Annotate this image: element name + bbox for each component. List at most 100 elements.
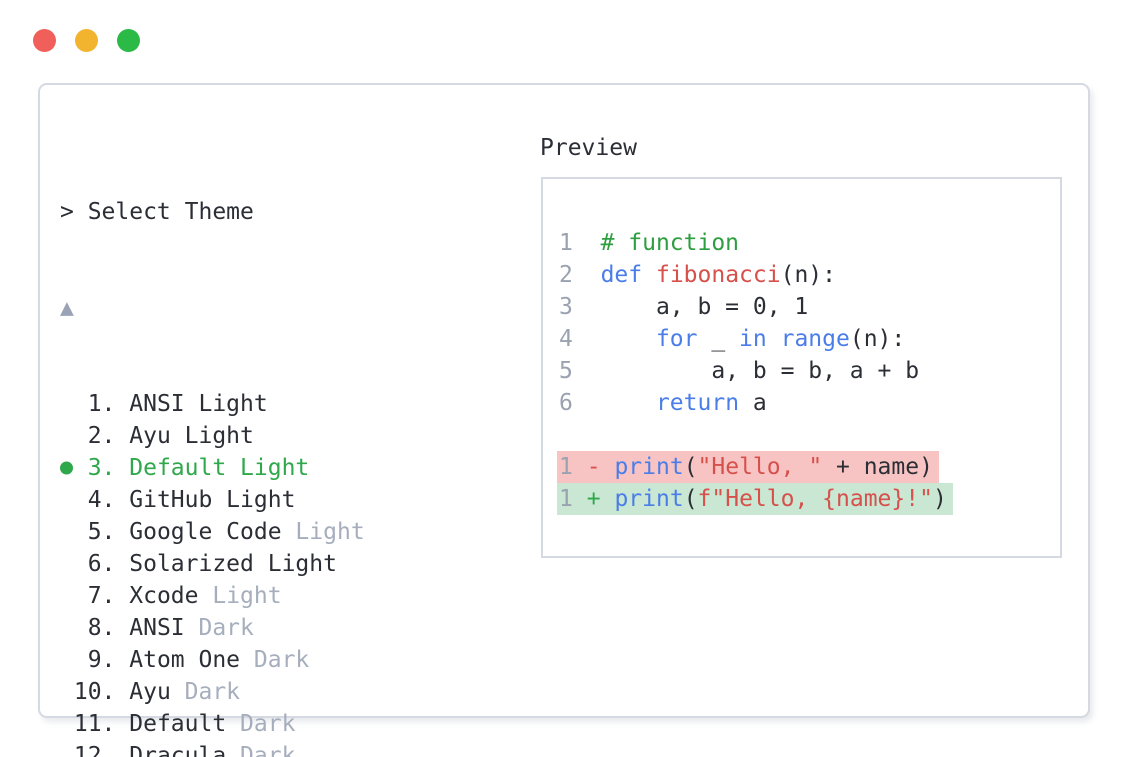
theme-option-number: 1. <box>60 391 130 417</box>
token-plain <box>573 230 601 256</box>
theme-option-variant: Light <box>198 583 282 609</box>
theme-option-variant: Light <box>281 519 365 545</box>
token-plain: (n): <box>780 262 836 288</box>
token-kw: return <box>655 390 740 416</box>
theme-option-1[interactable]: 1. ANSI Light <box>60 388 877 420</box>
code-line-content: 4 for _ in range(n): <box>559 323 905 355</box>
token-plain: a <box>739 390 767 416</box>
theme-option-number: 7. <box>60 583 130 609</box>
theme-option-name: Default Light <box>129 455 310 481</box>
code-blank-line <box>559 419 953 451</box>
code-line-4: 4 for _ in range(n): <box>559 323 953 355</box>
theme-option-variant: Dark <box>184 615 254 641</box>
theme-option-3[interactable]: 3. Default Light <box>60 452 877 484</box>
token-plain: a, b = b, a + b <box>572 358 920 384</box>
theme-option-variant: Dark <box>226 711 296 737</box>
token-plain <box>573 326 656 352</box>
line-number: 5 <box>559 358 573 384</box>
theme-option-number: 3. <box>60 455 130 481</box>
code-line-content: 5 a, b = b, a + b <box>559 355 919 387</box>
theme-option-10[interactable]: 10. Ayu Dark <box>60 676 877 708</box>
token-plain: + name) <box>822 454 933 480</box>
theme-option-name: Solarized Light <box>129 551 337 577</box>
theme-picker-panel: > Select Theme ▲ 1. ANSI Light 2. Ayu Li… <box>38 83 1090 757</box>
select-theme-prompt: > Select Theme <box>60 199 254 225</box>
theme-option-name: Xcode <box>129 583 199 609</box>
token-fn: fibonacci <box>655 262 781 288</box>
line-number: 1 <box>559 486 573 512</box>
line-number: 1 <box>559 230 573 256</box>
token-plain: _ <box>697 326 740 352</box>
line-number: 6 <box>559 390 573 416</box>
selected-theme-bullet-icon <box>60 461 73 475</box>
theme-option-9[interactable]: 9. Atom One Dark <box>60 644 877 676</box>
code-line-6: 6 return a <box>559 387 953 419</box>
theme-option-name: Google Code <box>129 519 282 545</box>
theme-options-list: 1. ANSI Light 2. Ayu Light 3. Default Li… <box>60 388 877 757</box>
theme-option-name: Ayu <box>129 679 171 705</box>
theme-option-number: 11. <box>60 711 130 737</box>
theme-option-variant: Dark <box>240 647 310 673</box>
diff-removed-line: 1 - print("Hello, " + name) <box>557 451 953 483</box>
code-line-content: 3 a, b = 0, 1 <box>559 291 808 323</box>
token-plain <box>767 326 781 352</box>
theme-list-column: > Select Theme ▲ 1. ANSI Light 2. Ayu Li… <box>60 132 877 757</box>
theme-option-7[interactable]: 7. Xcode Light <box>60 580 877 612</box>
theme-option-variant: Dark <box>170 679 241 705</box>
code-line-content: 1 + print(f"Hello, {name}!") <box>557 483 953 515</box>
theme-option-2[interactable]: 2. Ayu Light <box>60 420 877 452</box>
theme-option-number: 10. <box>60 679 130 705</box>
code-line-content: 1 # function <box>559 227 739 259</box>
token-plain: ) <box>932 486 947 512</box>
token-plain <box>573 390 656 416</box>
token-str: "Hello, " <box>697 454 823 480</box>
theme-option-4[interactable]: 4. GitHub Light <box>60 484 877 516</box>
token-plain <box>573 262 601 288</box>
theme-option-5[interactable]: 5. Google Code Light <box>60 516 877 548</box>
theme-option-variant: Dark <box>226 743 296 757</box>
code-line-1: 1 # function <box>559 227 953 259</box>
theme-option-name: ANSI Light <box>129 391 268 417</box>
theme-option-6[interactable]: 6. Solarized Light <box>60 548 877 580</box>
theme-option-number: 5. <box>60 519 130 545</box>
token-kw: print <box>614 454 684 480</box>
minimize-window-button[interactable] <box>75 29 98 52</box>
line-number: 2 <box>559 262 573 288</box>
token-plain <box>642 262 656 288</box>
scroll-up-icon[interactable]: ▲ <box>60 295 74 321</box>
token-plain <box>601 454 615 480</box>
token-kw: def <box>600 262 643 288</box>
token-plain: (n): <box>849 326 906 352</box>
theme-option-name: ANSI <box>129 615 185 641</box>
code-line-3: 3 a, b = 0, 1 <box>559 291 953 323</box>
token-removed-sign: - <box>586 454 601 480</box>
line-number: 4 <box>559 326 573 352</box>
zoom-window-button[interactable] <box>117 29 140 52</box>
theme-option-number: 12. <box>60 743 130 757</box>
window-controls <box>33 29 140 52</box>
token-plain <box>573 486 587 512</box>
close-window-button[interactable] <box>33 29 56 52</box>
theme-option-name: Ayu Light <box>129 423 254 449</box>
theme-option-number: 6. <box>60 551 130 577</box>
theme-option-11[interactable]: 11. Default Dark <box>60 708 877 740</box>
code-line-5: 5 a, b = b, a + b <box>559 355 953 387</box>
token-kw: in <box>739 326 767 352</box>
theme-option-12[interactable]: 12. Dracula Dark <box>60 740 877 757</box>
token-kw: print <box>614 486 684 512</box>
token-plain: ( <box>683 486 698 512</box>
theme-option-8[interactable]: 8. ANSI Dark <box>60 612 877 644</box>
theme-option-number: 8. <box>60 615 130 641</box>
theme-option-name: Default <box>129 711 227 737</box>
theme-option-number: 9. <box>60 647 130 673</box>
token-str: f"Hello, {name}!" <box>697 486 933 512</box>
code-line-content: 6 return a <box>559 387 767 419</box>
code-line-2: 2 def fibonacci(n): <box>559 259 953 291</box>
token-plain <box>601 486 615 512</box>
token-plain <box>573 454 587 480</box>
code-line-content: 1 - print("Hello, " + name) <box>557 451 939 483</box>
diff-added-line: 1 + print(f"Hello, {name}!") <box>557 483 953 515</box>
